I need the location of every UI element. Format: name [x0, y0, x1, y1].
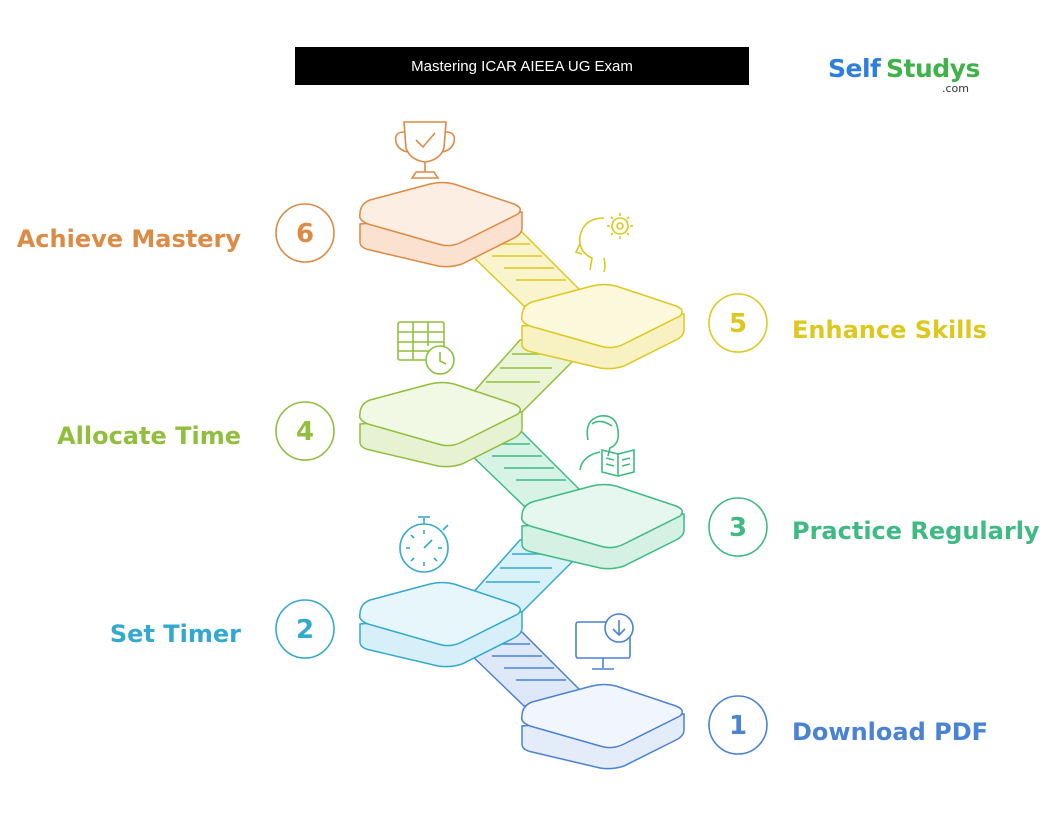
step-label-6: Achieve Mastery: [16, 225, 241, 253]
step-number-4: 4: [296, 417, 314, 447]
platform-4: [358, 381, 523, 468]
brand-domain: .com: [942, 82, 969, 95]
step-number-5: 5: [729, 309, 747, 339]
head-gear-icon: [574, 213, 633, 273]
download-monitor-icon: [575, 613, 634, 670]
step-badge-4: 4: [275, 401, 335, 461]
platform-2: [358, 581, 523, 668]
calendar-clock-icon: [397, 321, 455, 375]
step-number-3: 3: [729, 513, 747, 543]
step-label-1: Download PDF: [792, 718, 989, 746]
step-label-4: Allocate Time: [57, 422, 241, 450]
step-number-6: 6: [296, 219, 314, 249]
brand-name-part1: Self: [828, 54, 881, 83]
brand-logo: Self Studys .com: [828, 54, 980, 98]
platform-3: [520, 483, 685, 570]
platform-1: [520, 683, 685, 770]
step-badge-2: 2: [275, 599, 335, 659]
step-badge-6: 6: [275, 203, 335, 263]
platform-5: [520, 283, 685, 370]
platform-6: [358, 181, 523, 268]
step-label-2: Set Timer: [109, 620, 241, 648]
step-number-1: 1: [729, 711, 747, 741]
step-label-5: Enhance Skills: [792, 316, 987, 344]
step-number-2: 2: [296, 615, 314, 645]
step-badge-5: 5: [708, 293, 768, 353]
reading-person-icon: [579, 414, 635, 477]
step-badge-1: 1: [708, 695, 768, 755]
diagram-title: Mastering ICAR AIEEA UG Exam: [295, 47, 749, 85]
brand-name-part2: Studys: [886, 54, 980, 83]
trophy-icon: [394, 121, 456, 179]
step-badge-3: 3: [708, 497, 768, 557]
step-label-3: Practice Regularly: [792, 517, 1040, 545]
stopwatch-icon: [399, 516, 449, 573]
